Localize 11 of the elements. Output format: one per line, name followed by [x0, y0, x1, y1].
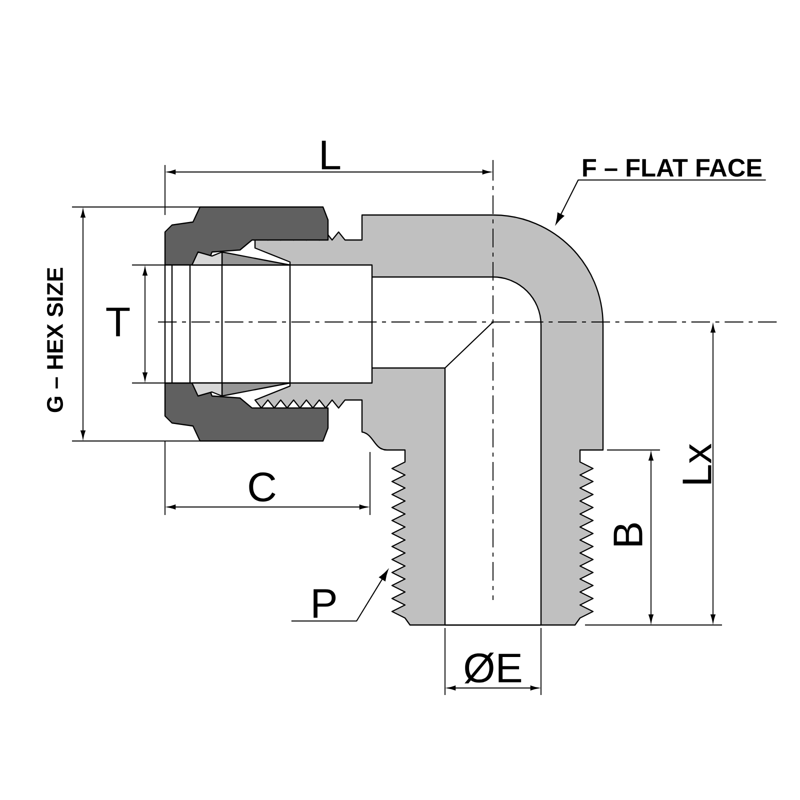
dimension-label: T	[106, 308, 130, 336]
dimension-label: B	[614, 523, 642, 546]
callout-text: F – FLAT FACE	[583, 158, 762, 177]
dimension-label: L	[322, 140, 340, 170]
leader-line	[556, 179, 766, 224]
dimension-label: ØE	[464, 652, 522, 684]
callout-text: P	[314, 589, 336, 618]
dimension-label: G – HEX SIZE	[46, 268, 64, 412]
dimension-label: Lx	[682, 444, 712, 484]
leader-line	[291, 570, 388, 622]
dimension-label: C	[249, 472, 276, 502]
